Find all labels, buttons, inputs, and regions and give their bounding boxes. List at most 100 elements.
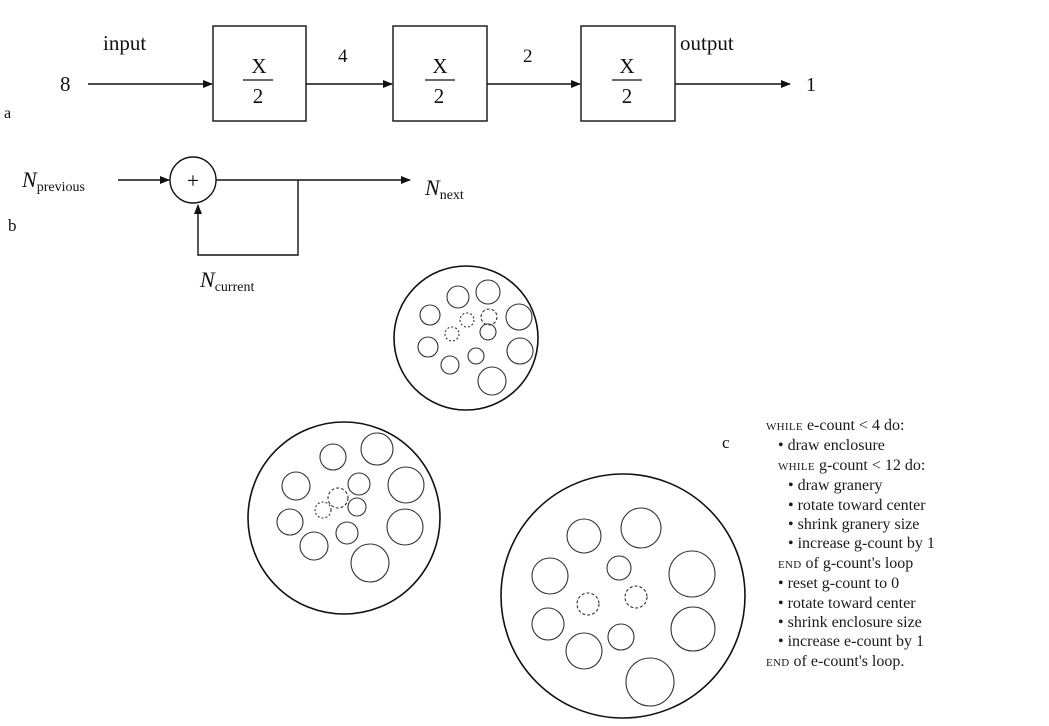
intermediate-value-1: 4 — [338, 46, 348, 67]
pseudocode-line: • rotate toward center — [766, 496, 935, 515]
keyword: WHILE — [778, 457, 815, 474]
granary — [276, 508, 304, 536]
granary — [670, 606, 716, 652]
enclosure-1-outline — [393, 265, 539, 411]
pseudocode-line: • reset g-count to 0 — [766, 574, 935, 593]
granary — [347, 472, 371, 496]
granary — [576, 592, 600, 616]
granary — [281, 471, 311, 501]
pseudocode-line: • shrink enclosure size — [766, 613, 935, 632]
granary — [606, 555, 632, 581]
granary — [607, 623, 635, 651]
granary — [531, 607, 565, 641]
granary — [444, 326, 460, 342]
block-2-numerator: X — [432, 54, 447, 78]
pseudocode-line: END of e-count's loop. — [766, 652, 935, 672]
pseudocode-text: of e-count's loop. — [789, 652, 905, 670]
enclosure-2-outline — [247, 421, 441, 615]
granary — [625, 657, 675, 707]
pseudocode-line: END of g-count's loop — [766, 554, 935, 574]
keyword: END — [778, 555, 802, 572]
pseudocode-line: • rotate toward center — [766, 594, 935, 613]
granary — [335, 521, 359, 545]
pseudocode-line: • draw enclosure — [766, 436, 935, 455]
panel-b-label: b — [8, 216, 17, 235]
panel-c-label: c — [722, 433, 730, 452]
pseudocode-text: • shrink granery size — [788, 516, 920, 534]
n-current-label: Ncurrent — [199, 267, 254, 295]
granary — [319, 443, 347, 471]
panel-a: a 8 input X 2 4 X 2 2 X 2 output — [4, 25, 816, 122]
pseudocode-line: WHILE e-count < 4 do: — [766, 416, 935, 436]
pseudocode-line: • increase e-count by 1 — [766, 632, 935, 651]
block-3-denominator: 2 — [622, 84, 633, 108]
pseudocode-line: • increase g-count by 1 — [766, 534, 935, 553]
granary — [479, 323, 497, 341]
granary — [360, 432, 394, 466]
divide-block-2: X 2 — [392, 25, 488, 122]
granary — [668, 550, 716, 598]
keyword: END — [766, 653, 790, 670]
granary — [446, 285, 470, 309]
pseudocode-block: WHILE e-count < 4 do:• draw enclosureWHI… — [766, 416, 935, 672]
pseudocode-line: • shrink granery size — [766, 515, 935, 534]
granary — [386, 508, 424, 546]
granary — [475, 279, 501, 305]
granary — [417, 336, 439, 358]
input-value: 8 — [60, 72, 71, 96]
n-previous-label: Nprevious — [21, 167, 85, 195]
granary — [565, 632, 603, 670]
pseudocode-text: • rotate toward center — [788, 496, 926, 514]
granary — [314, 501, 332, 519]
n-next-label: Nnext — [424, 175, 464, 203]
granary — [459, 312, 475, 328]
pseudocode-text: • reset g-count to 0 — [778, 575, 900, 593]
pseudocode-text: • increase g-count by 1 — [788, 535, 935, 553]
keyword: WHILE — [766, 418, 803, 434]
sum-operator: + — [187, 168, 199, 193]
panel-b: b Nprevious + Nnext Ncurrent — [8, 156, 464, 295]
block-1-numerator: X — [251, 54, 266, 78]
granary — [327, 487, 349, 509]
pseudocode-line: • draw granery — [766, 476, 935, 495]
input-label: input — [103, 31, 146, 55]
pseudocode-text: of g-count's loop — [801, 554, 914, 572]
pseudocode-text: • increase e-count by 1 — [778, 633, 924, 651]
pseudocode-text: • rotate toward center — [778, 594, 916, 612]
granary — [419, 304, 441, 326]
pseudocode-text: e-count < 4 do: — [802, 417, 905, 434]
granary — [467, 347, 485, 365]
enclosure-2 — [247, 421, 441, 615]
granary — [480, 308, 498, 326]
granary — [506, 337, 534, 365]
panel-c: c — [247, 265, 746, 719]
granary — [620, 507, 662, 549]
granary — [477, 366, 507, 396]
divide-block-3: X 2 — [580, 25, 676, 122]
granary — [624, 585, 648, 609]
pseudocode-text: g-count < 12 do: — [814, 456, 926, 474]
block-3-numerator: X — [619, 54, 634, 78]
block-1-denominator: 2 — [253, 84, 264, 108]
pseudocode-line: WHILE g-count < 12 do: — [766, 456, 935, 476]
granary — [566, 518, 602, 554]
enclosure-3 — [500, 473, 746, 719]
granary — [387, 466, 425, 504]
output-label: output — [680, 31, 734, 55]
pseudocode-text: • draw granery — [788, 477, 883, 495]
feedback-loop — [194, 180, 299, 256]
output-value: 1 — [806, 74, 816, 96]
pseudocode-text: • shrink enclosure size — [778, 614, 922, 632]
granary — [350, 543, 390, 583]
enclosure-1 — [393, 265, 539, 411]
intermediate-value-2: 2 — [523, 46, 533, 67]
block-2-denominator: 2 — [434, 84, 445, 108]
granary — [505, 303, 533, 331]
enclosure-3-outline — [500, 473, 746, 719]
granary — [299, 531, 329, 561]
panel-a-label: a — [4, 105, 11, 122]
granary — [440, 355, 460, 375]
pseudocode-text: • draw enclosure — [778, 437, 885, 455]
granary — [347, 497, 367, 517]
